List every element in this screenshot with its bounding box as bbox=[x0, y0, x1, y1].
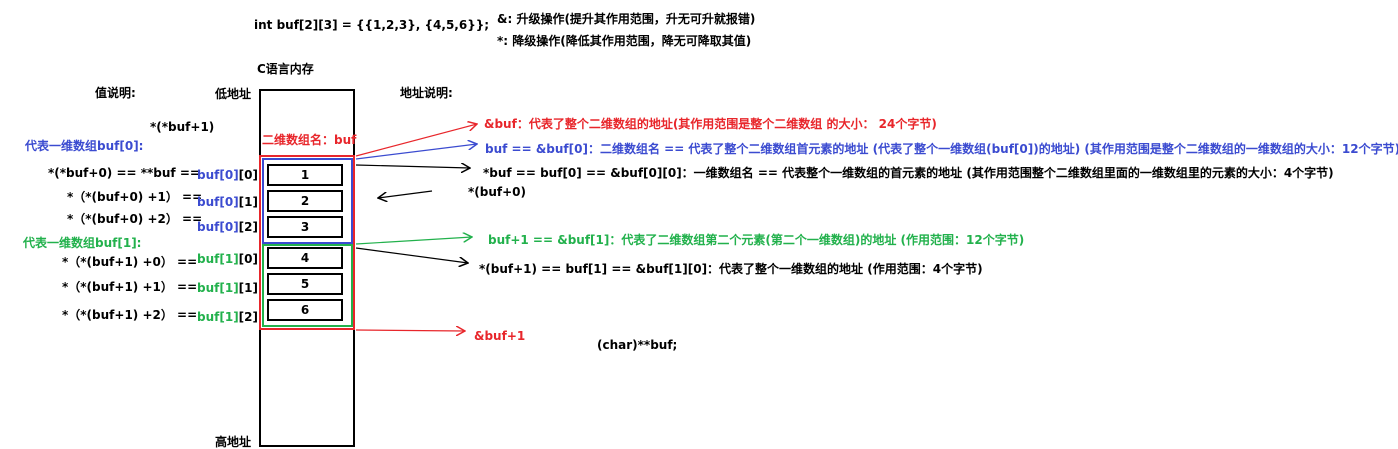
value-0-2-ref: buf[0][2] bbox=[197, 220, 258, 234]
arrow-amp-buf bbox=[355, 124, 477, 157]
arrow-buf bbox=[355, 144, 477, 160]
value-0-0-expr: *(*buf+0) == **buf == bbox=[48, 166, 200, 180]
whole-array-box bbox=[259, 155, 355, 330]
value-1-1-ref: buf[1][1] bbox=[197, 281, 258, 295]
arrow-star-buf0 bbox=[378, 190, 433, 198]
arrow-star-buf-plus1 bbox=[355, 247, 468, 263]
value-1-0-ref: buf[1][0] bbox=[197, 252, 258, 266]
row1-title: 代表一维数组buf[1]: bbox=[23, 236, 142, 250]
row0-title: 代表一维数组buf[0]: bbox=[25, 139, 144, 153]
cell-0-2: 3 bbox=[267, 216, 343, 238]
address-section-title: 地址说明: bbox=[400, 86, 453, 100]
value-0-0-ref: buf[0][0] bbox=[197, 168, 258, 182]
arrow-buf-plus1 bbox=[355, 237, 472, 245]
address-star-buf: *buf == buf[0] == &buf[0][0]：一维数组名 == 代表… bbox=[483, 166, 1334, 180]
address-buf-plus1: buf+1 == &buf[1]：代表了二维数组第二个元素(第二个一维数组)的地… bbox=[488, 233, 1025, 247]
cell-0-0: 1 bbox=[267, 164, 343, 186]
cell-1-1: 5 bbox=[267, 273, 343, 295]
value-0-1-expr: *（*(buf+0) +1） == bbox=[67, 190, 203, 204]
arrow-amp-buf-plus1 bbox=[355, 330, 465, 331]
array-name-label: 二维数组名：buf bbox=[262, 133, 357, 147]
value-1-2-ref: buf[1][2] bbox=[197, 310, 258, 324]
memory-title: C语言内存 bbox=[257, 62, 314, 76]
cell-1-2: 6 bbox=[267, 299, 343, 321]
low-address-label: 低地址 bbox=[215, 87, 252, 101]
code-declaration: int buf[2][3] = {{1,2,3}, {4,5,6}}; bbox=[254, 18, 490, 32]
address-amp-buf-plus1: &buf+1 bbox=[474, 329, 526, 343]
value-star-buf-plus1: *(*buf+1) bbox=[150, 120, 215, 134]
value-1-1-expr: *（*(buf+1) +1） == bbox=[62, 280, 198, 294]
value-section-title: 值说明: bbox=[95, 86, 136, 100]
high-address-label: 高地址 bbox=[215, 435, 252, 449]
address-star-buf0: *(buf+0) bbox=[468, 185, 527, 199]
cell-1-0: 4 bbox=[267, 247, 343, 269]
legend-amp: &: 升级操作(提升其作用范围，升无可升就报错) bbox=[497, 12, 756, 26]
value-1-2-expr: *（*(buf+1) +2） == bbox=[62, 308, 198, 322]
legend-star: *: 降级操作(降低其作用范围，降无可降取其值) bbox=[497, 34, 752, 48]
row0-box bbox=[262, 158, 353, 244]
address-amp-buf: &buf：代表了整个二维数组的地址(其作用范围是整个二维数组 的大小： 24个字… bbox=[484, 117, 937, 131]
cell-0-1: 2 bbox=[267, 190, 343, 212]
row1-box bbox=[262, 244, 353, 327]
value-0-1-ref: buf[0][1] bbox=[197, 195, 258, 209]
arrow-star-buf bbox=[355, 165, 470, 168]
value-1-0-expr: *（*(buf+1) +0） == bbox=[62, 255, 198, 269]
address-buf: buf == &buf[0]：二维数组名 == 代表了整个二维数组首元素的地址 … bbox=[485, 142, 1398, 156]
value-0-2-expr: *（*(buf+0) +2） == bbox=[67, 212, 203, 226]
char-cast-note: (char)**buf; bbox=[597, 338, 678, 352]
address-star-buf-plus1: *(buf+1) == buf[1] == &buf[1][0]：代表了整个一维… bbox=[479, 262, 983, 276]
